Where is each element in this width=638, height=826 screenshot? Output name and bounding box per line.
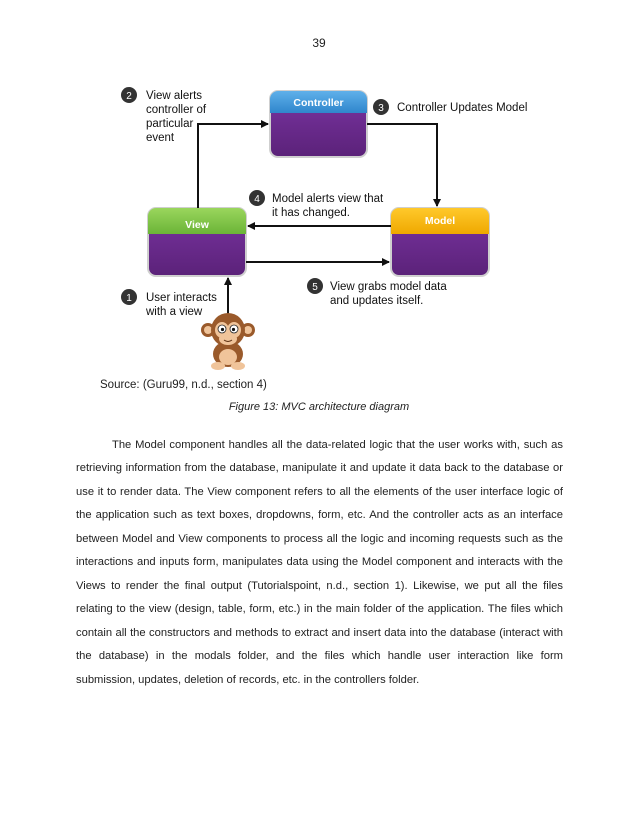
model-box: Model [390,207,490,277]
step-2-line-3: particular [146,118,193,130]
step-2-line-4: event [146,132,175,144]
step-5: 5 View grabs model data and updates itse… [307,278,447,307]
view-label: View [185,219,210,231]
step-2: 2 View alerts controller of particular e… [121,87,207,144]
step-3-line-1: Controller Updates Model [397,102,527,114]
step-4-number: 4 [254,194,260,205]
monkey-user-icon [201,313,255,370]
step-1-number: 1 [126,293,132,304]
model-label: Model [425,215,455,227]
step-5-number: 5 [312,282,318,293]
mvc-diagram: Controller View Model 2 View alerts cont… [121,87,527,370]
controller-box: Controller [269,90,368,158]
step-2-number: 2 [126,91,132,102]
step-1-line-1: User interacts [146,292,217,304]
step-3-number: 3 [378,103,384,114]
arrow-controller-to-model [367,123,441,207]
view-box: View [147,207,247,277]
step-2-line-2: controller of [146,104,207,116]
step-4-line-2: it has changed. [272,207,350,219]
figure-caption: Figure 13: MVC architecture diagram [228,401,410,413]
step-5-line-2: and updates itself. [330,295,423,307]
step-4: 4 Model alerts view that it has changed. [249,190,384,219]
body-paragraph: The Model component handles all the data… [76,439,563,686]
step-4-line-1: Model alerts view that [272,193,384,205]
step-3: 3 Controller Updates Model [373,99,527,115]
step-2-line-1: View alerts [146,90,202,102]
page-number: 39 [312,36,326,50]
step-1-line-2: with a view [145,306,203,318]
figure-source: Source: (Guru99, n.d., section 4) [100,379,267,391]
controller-label: Controller [293,97,343,109]
arrows [197,120,441,318]
step-1: 1 User interacts with a view [121,289,217,318]
step-5-line-1: View grabs model data [330,281,447,293]
arrow-view-to-controller [197,120,269,208]
